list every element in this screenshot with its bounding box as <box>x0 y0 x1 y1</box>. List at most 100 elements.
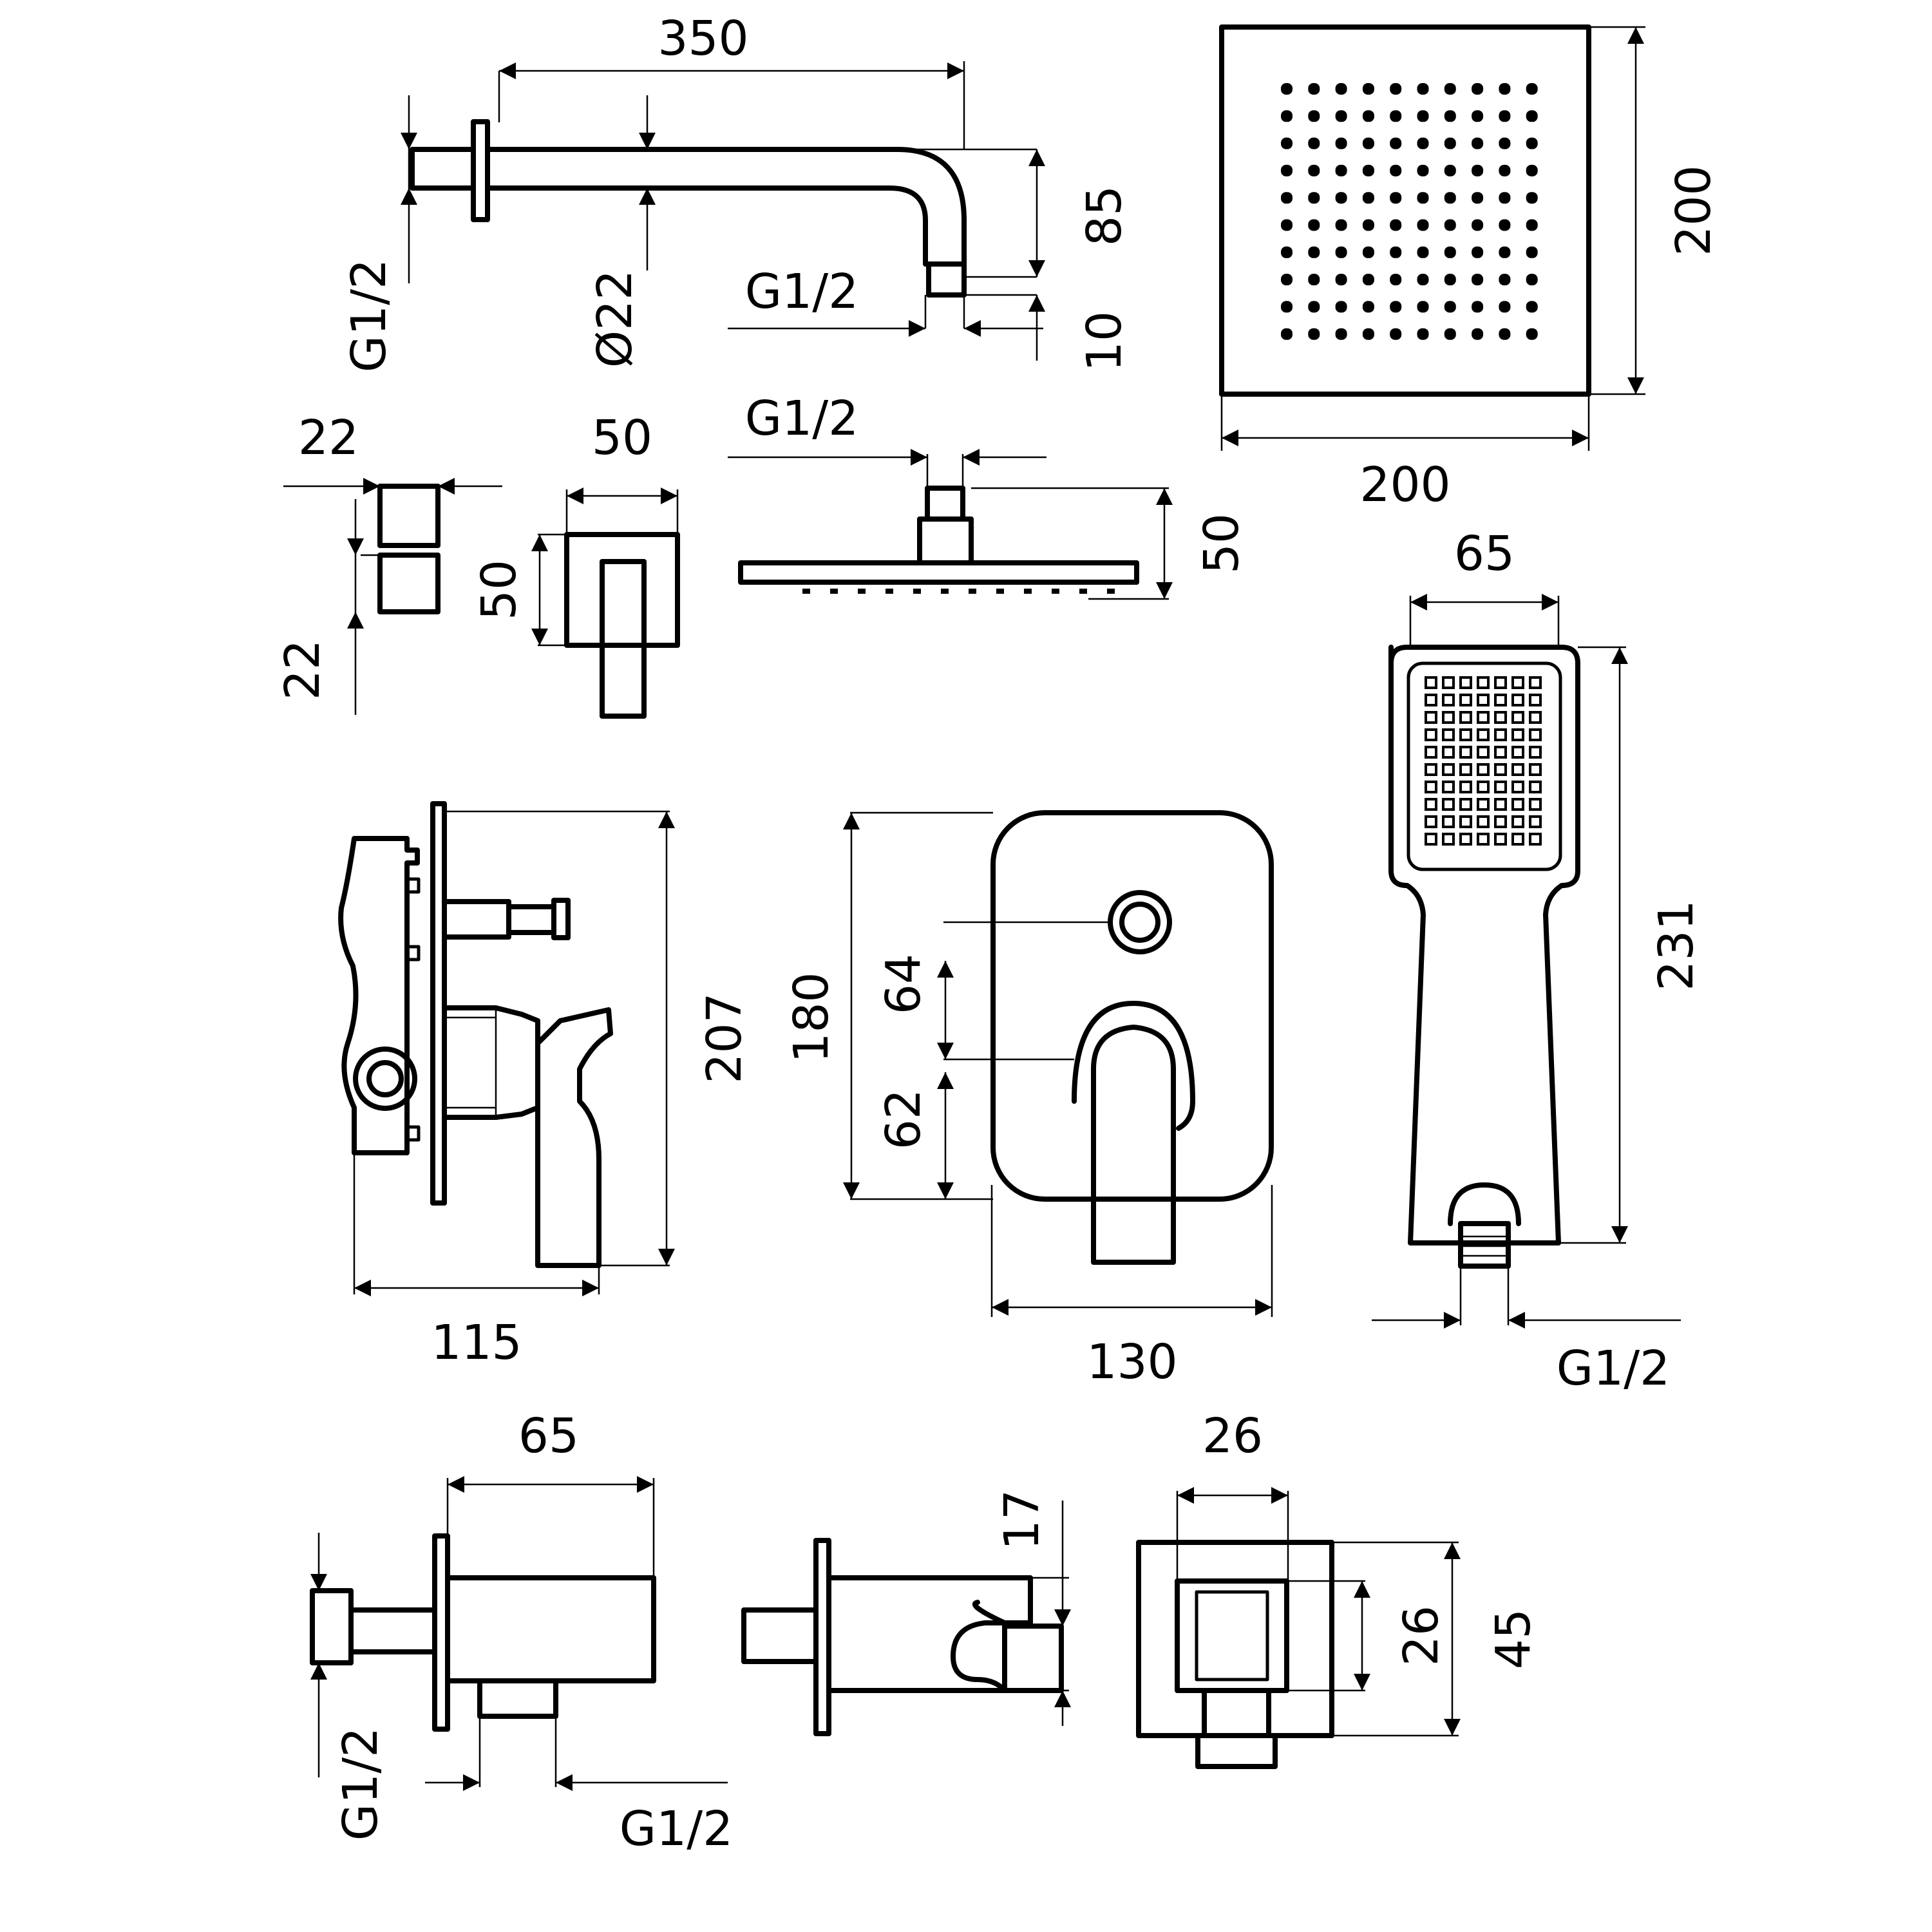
nozzle-dot <box>1472 110 1484 122</box>
nozzle-dot <box>1511 815 1524 828</box>
nozzle-dot <box>1444 301 1456 313</box>
nozzle-dot <box>1459 711 1472 724</box>
nozzle-dot <box>1335 192 1347 204</box>
nozzle-dot <box>1511 728 1524 741</box>
hand-shower-face <box>1406 661 1562 871</box>
nozzle-dot <box>1494 711 1507 724</box>
nozzle-dot <box>1526 274 1538 286</box>
nozzle-dot <box>1477 815 1490 828</box>
label-hand-width: 65 <box>1454 526 1515 582</box>
nozzle-dot <box>886 589 893 594</box>
nozzle-dot <box>1511 781 1524 793</box>
nozzle-dot <box>1511 711 1524 724</box>
nozzle-dot <box>1390 246 1402 258</box>
mixer-side-drawing: 207 115 <box>338 801 752 1370</box>
nozzle-dot <box>1362 137 1374 149</box>
nozzle-dot <box>1526 192 1538 204</box>
nozzle-dot <box>1499 246 1511 258</box>
nozzle-dot <box>1335 137 1347 149</box>
nozzle-dot <box>1281 110 1293 122</box>
nozzle-dot <box>1335 110 1347 122</box>
label-plate-width: 130 <box>1086 1334 1177 1390</box>
nozzle-dot <box>1494 728 1507 741</box>
nozzle-dot <box>1362 219 1374 231</box>
lever-collar <box>1072 1001 1195 1131</box>
nozzle-dot <box>1362 328 1374 340</box>
nozzle-dot <box>1281 83 1293 95</box>
nozzle-dot <box>1335 164 1347 176</box>
label-box-width: 50 <box>592 410 652 466</box>
nozzle-dot <box>1281 246 1293 258</box>
nozzle-dot <box>1442 694 1455 706</box>
diverter-knob-outer <box>1108 890 1172 954</box>
shower-holder-drawing: 17 <box>741 1490 1071 1736</box>
nozzle-dot <box>1529 746 1542 759</box>
shower-head-outline <box>1219 24 1591 397</box>
nozzle-dot <box>1526 110 1538 122</box>
nozzle-dot <box>1526 137 1538 149</box>
nozzle-dot <box>1417 219 1429 231</box>
nozzle-dot <box>1308 110 1320 122</box>
nozzle-dot <box>1477 763 1490 776</box>
hand-shower-thread-end <box>1458 1221 1511 1269</box>
label-plate-height: 180 <box>784 972 839 1063</box>
nozzle-dot <box>1442 781 1455 793</box>
nozzle-dot <box>1308 246 1320 258</box>
valve-body <box>338 836 420 1155</box>
mixer-handle <box>535 1007 613 1268</box>
nozzle-dot <box>1308 301 1320 313</box>
nozzle-dot <box>1459 728 1472 741</box>
label-elbow-outlet-thread: G1/2 <box>620 1801 733 1857</box>
hand-shower-connector <box>1448 1182 1521 1226</box>
nozzle-dot <box>1442 746 1455 759</box>
label-side-thread: G1/2 <box>745 391 858 446</box>
nozzle-dot <box>1494 746 1507 759</box>
nozzle-dot <box>1472 274 1484 286</box>
nozzle-dot <box>1477 694 1490 706</box>
nozzle-dot <box>1477 711 1490 724</box>
holder-clip <box>951 1600 1007 1693</box>
nozzle-dot <box>1499 110 1511 122</box>
label-hand-length: 231 <box>1649 900 1704 990</box>
nozzle-dot <box>1442 711 1455 724</box>
nozzle-dot <box>1511 676 1524 689</box>
nozzle-dot <box>1390 328 1402 340</box>
nozzle-dot <box>1472 328 1484 340</box>
label-elbow-inlet-thread: G1/2 <box>333 1727 388 1841</box>
nozzle-dot <box>1362 110 1374 122</box>
label-bracket-outer: 45 <box>1486 1609 1541 1669</box>
nozzle-dot <box>1308 328 1320 340</box>
nozzle-dot <box>1281 219 1293 231</box>
label-arm-outlet-thread: G1/2 <box>745 264 858 319</box>
nozzle-dot <box>1459 676 1472 689</box>
nozzle-dot <box>1281 164 1293 176</box>
nozzle-dot <box>1459 694 1472 706</box>
mounting-plate <box>430 801 447 1206</box>
label-arm-length: 350 <box>658 11 748 66</box>
wall-elbow-drawing: 65 G1/2 G1/2 <box>310 1408 733 1857</box>
shower-head-nozzles <box>1281 83 1538 340</box>
label-head-width: 200 <box>1359 457 1450 513</box>
nozzle-dot <box>1281 192 1293 204</box>
label-arm-diameter: Ø22 <box>587 270 643 368</box>
nozzle-dot <box>1494 833 1507 846</box>
cover-plate <box>990 810 1274 1202</box>
cartridge <box>442 1005 540 1120</box>
nozzle-dot <box>1526 83 1538 95</box>
nozzle-dot <box>1477 746 1490 759</box>
nozzle-dot <box>1308 219 1320 231</box>
nozzle-dot <box>1529 676 1542 689</box>
nozzle-dot <box>1052 589 1059 594</box>
nozzle-dot <box>941 589 949 594</box>
nozzle-dot <box>1425 676 1437 689</box>
valve-port-inner <box>366 1060 404 1097</box>
nozzle-dot <box>1362 301 1374 313</box>
nozzle-dot <box>1390 164 1402 176</box>
nozzle-dot <box>1477 728 1490 741</box>
nozzle-dot <box>1425 833 1437 846</box>
nozzle-dot <box>1362 83 1374 95</box>
nozzle-dot <box>1390 192 1402 204</box>
nozzle-dot <box>1499 301 1511 313</box>
nozzle-dot <box>1529 728 1542 741</box>
nozzle-dot <box>1308 274 1320 286</box>
